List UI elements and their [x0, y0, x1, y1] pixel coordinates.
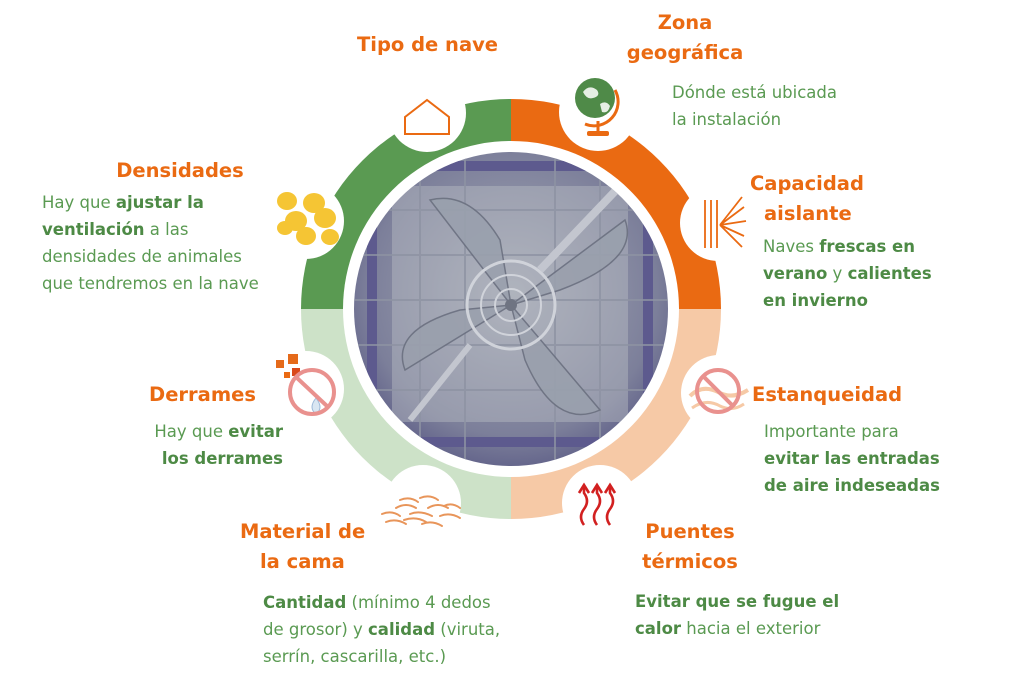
desc-line: densidades de animales	[42, 247, 242, 266]
desc-line: en invierno	[763, 291, 868, 310]
title-line: geográfica	[626, 41, 744, 64]
title-line: Zona	[657, 11, 713, 34]
wood-shavings-icon	[381, 495, 461, 527]
title-line: Capacidad	[750, 172, 864, 195]
section-desc-densidades: Hay que ajustar la ventilación a las den…	[42, 189, 259, 297]
desc-line: calor hacia el exterior	[635, 619, 821, 638]
section-desc-material-cama: Cantidad (mínimo 4 dedos de grosor) y ca…	[263, 589, 500, 670]
heat-arrows-icon	[577, 482, 617, 526]
section-title-capacidad-aislante: Capacidad aislante	[750, 169, 864, 229]
section-desc-capacidad-aislante: Naves frescas en verano y calientes en i…	[763, 233, 932, 314]
section-desc-estanqueidad: Importante para evitar las entradas de a…	[764, 418, 940, 499]
title-line: la cama	[260, 550, 345, 573]
desc-line: Dónde está ubicada	[672, 83, 837, 102]
section-title-tipo-nave: Tipo de nave	[356, 33, 499, 56]
desc-line: evitar las entradas	[764, 449, 940, 468]
title-line: Puentes	[645, 520, 735, 543]
section-title-estanqueidad: Estanqueidad	[752, 383, 903, 406]
globe-icon	[575, 78, 620, 136]
desc-line: los derrames	[161, 449, 283, 468]
insulation-icon	[704, 196, 747, 248]
desc-line: serrín, cascarilla, etc.)	[263, 647, 447, 666]
section-title-puentes-termicos: Puentes térmicos	[620, 517, 760, 577]
desc-line: ventilación a las	[42, 220, 189, 239]
desc-line: Importante para	[764, 422, 899, 441]
desc-line: de grosor) y calidad (viruta,	[263, 620, 501, 639]
barn-icon	[404, 98, 450, 135]
desc-line: Evitar que se fugue el	[635, 592, 840, 611]
desc-line: de aire indeseadas	[764, 476, 940, 495]
desc-line: la instalación	[672, 110, 782, 129]
section-desc-zona-geografica: Dónde está ubicada la instalación	[672, 79, 837, 133]
desc-line: Cantidad (mínimo 4 dedos	[263, 593, 491, 612]
chicks-icon	[277, 192, 339, 245]
desc-line: Naves frescas en	[763, 237, 915, 256]
section-title-zona-geografica: Zona geográfica	[605, 8, 765, 68]
section-desc-puentes-termicos: Evitar que se fugue el calor hacia el ex…	[635, 588, 839, 642]
desc-line: Hay que evitar	[154, 422, 283, 441]
desc-line: verano y calientes	[763, 264, 932, 283]
section-title-derrames: Derrames	[149, 383, 256, 406]
desc-line: Hay que ajustar la	[42, 193, 204, 212]
section-title-densidades: Densidades	[116, 159, 244, 182]
section-desc-derrames: Hay que evitar los derrames	[120, 418, 283, 472]
no-air-icon	[688, 368, 750, 414]
title-line: Material de	[240, 520, 366, 543]
title-line: térmicos	[642, 550, 738, 573]
desc-line: que tendremos en la nave	[42, 274, 259, 293]
section-title-material-cama: Material de la cama	[240, 517, 365, 577]
no-spill-icon	[276, 354, 336, 416]
title-line: aislante	[764, 202, 852, 225]
